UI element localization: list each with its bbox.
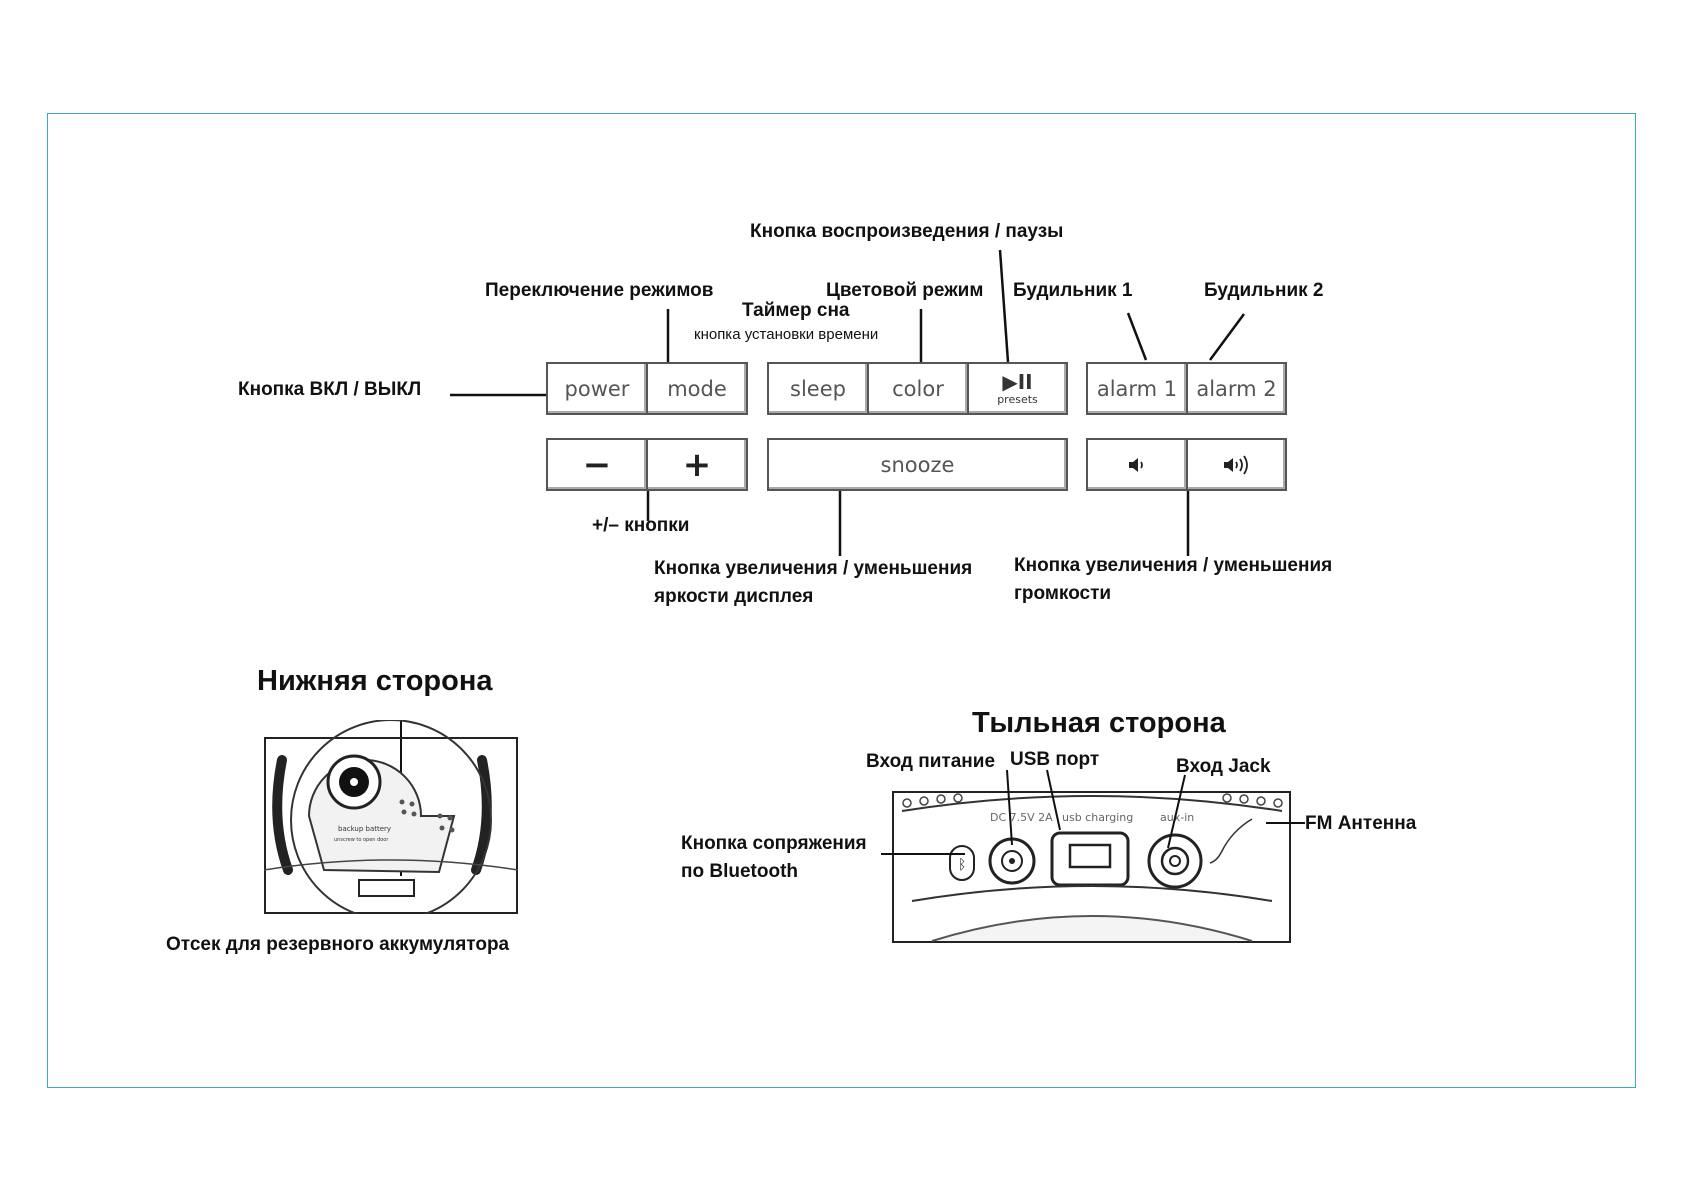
label-alarm2: Будильник 2 [1204, 280, 1324, 301]
label-plus-minus: +/– кнопки [592, 515, 690, 536]
minus-button[interactable]: − [546, 438, 648, 491]
back-side-illustration: ᛒ DC 7.5V 2A usb charging aux-in [892, 791, 1291, 943]
label-power-input: Вход питание [866, 751, 996, 772]
label-usb-port: USB порт [1010, 749, 1100, 770]
mode-button[interactable]: mode [646, 362, 748, 415]
color-button[interactable]: color [867, 362, 969, 415]
play-pause-presets-button[interactable]: ▶II presets [967, 362, 1068, 415]
port-usb-text: usb charging [1062, 811, 1133, 824]
unscrew-text: unscrew to open door [334, 837, 389, 843]
battery-compartment-caption: Отсек для резервного аккумулятора [166, 934, 510, 955]
presets-label: presets [997, 393, 1038, 406]
snooze-button[interactable]: snooze [767, 438, 1068, 491]
alarm1-button[interactable]: alarm 1 [1086, 362, 1188, 415]
label-fm-antenna: FM Антенна [1305, 813, 1417, 834]
volume-up-button[interactable] [1186, 438, 1287, 491]
bluetooth-icon: ᛒ [958, 857, 966, 873]
label-time-set: кнопка установки времени [694, 326, 879, 343]
label-mode-switch: Переключение режимов [485, 280, 714, 301]
page-frame [47, 113, 1636, 1088]
label-brightness: Кнопка увеличения / уменьшения яркости д… [654, 558, 973, 607]
power-button[interactable]: power [546, 362, 648, 415]
port-aux-text: aux-in [1160, 811, 1194, 824]
play-pause-icon: ▶II [1002, 370, 1033, 394]
bottom-side-illustration: backup battery unscrew to open door [264, 720, 518, 914]
back-side-title: Тыльная сторона [972, 707, 1226, 739]
label-bluetooth-pairing: Кнопка сопряжения по Bluetooth [681, 833, 867, 882]
plus-button[interactable]: + [646, 438, 748, 491]
label-color-mode: Цветовой режим [826, 280, 984, 301]
speaker-low-icon [1129, 457, 1143, 472]
backup-battery-text: backup battery [338, 825, 391, 833]
label-power-onoff: Кнопка ВКЛ / ВЫКЛ [238, 379, 422, 400]
label-sleep-timer: Таймер сна [742, 300, 850, 321]
label-jack-input: Вход Jack [1176, 756, 1271, 777]
label-alarm1: Будильник 1 [1013, 280, 1133, 301]
speaker-high-icon [1223, 455, 1248, 474]
label-play-pause: Кнопка воспроизведения / паузы [750, 221, 1064, 242]
port-dc-text: DC 7.5V 2A [990, 811, 1053, 824]
sleep-button[interactable]: sleep [767, 362, 869, 415]
bottom-side-title: Нижняя сторона [257, 665, 493, 697]
label-volume: Кнопка увеличения / уменьшения громкости [1014, 555, 1333, 604]
alarm2-button[interactable]: alarm 2 [1186, 362, 1287, 415]
